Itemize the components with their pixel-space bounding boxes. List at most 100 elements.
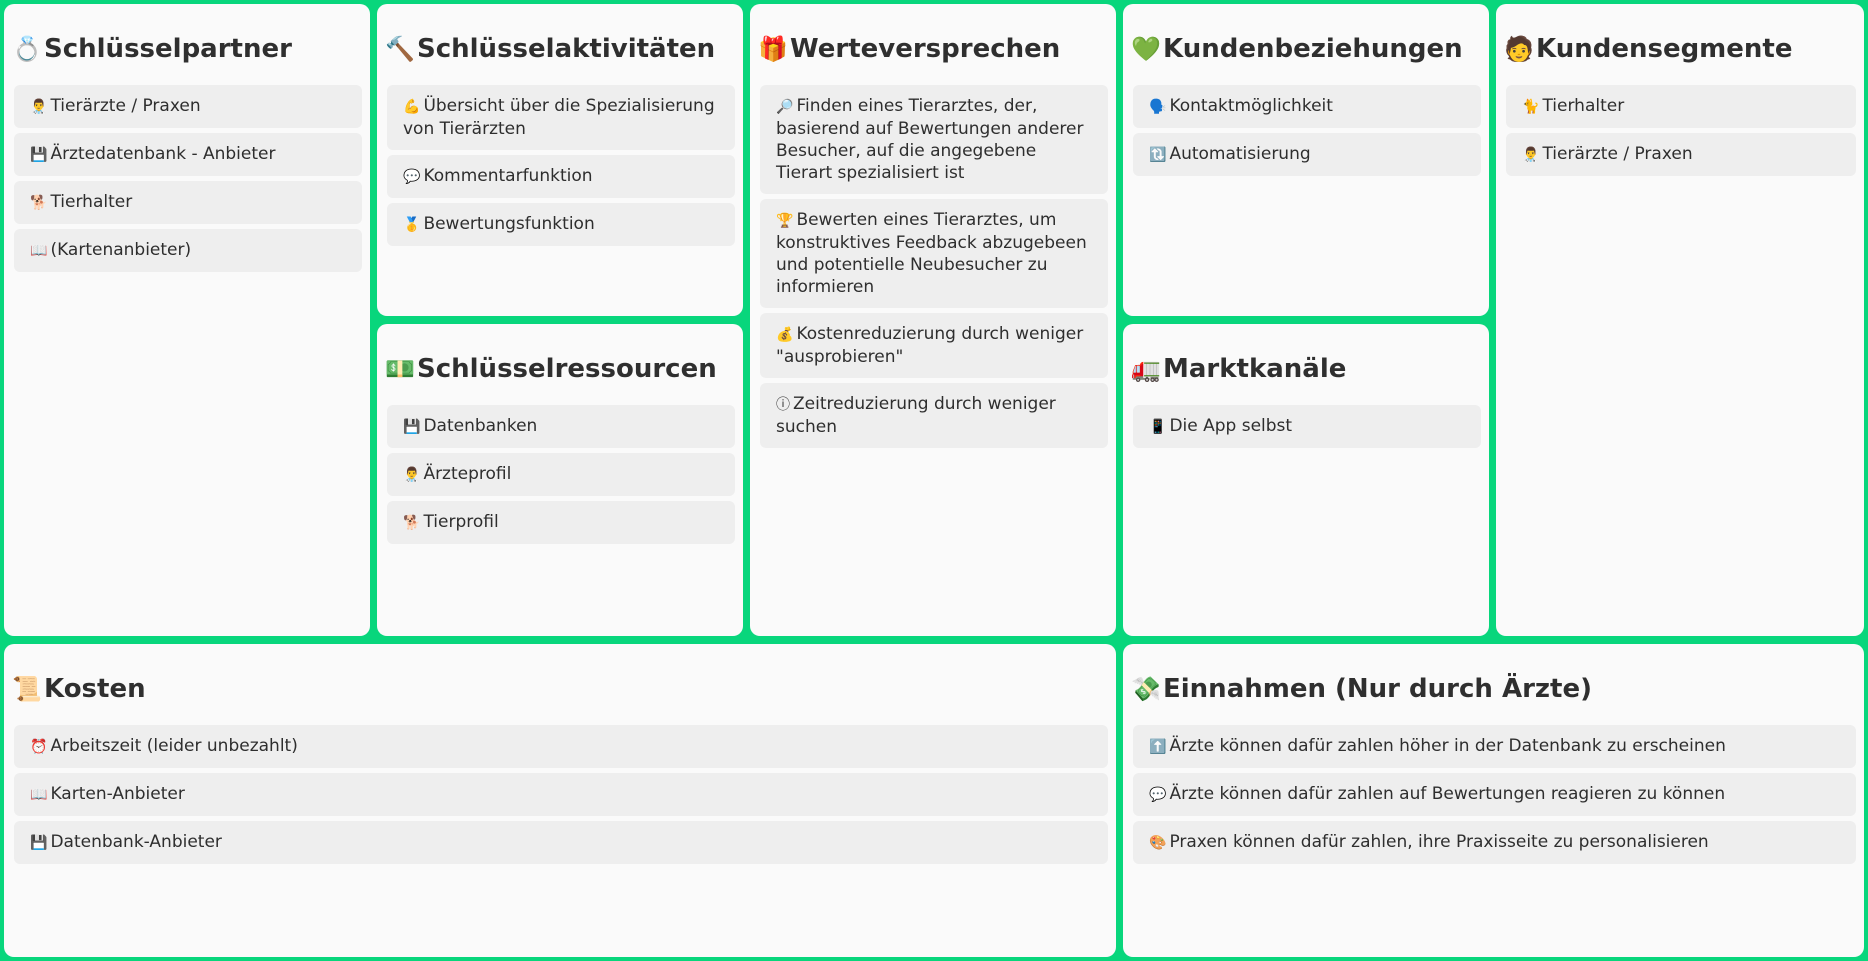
item-text: Übersicht über die Spezialisierung von T… (403, 96, 715, 140)
item-text: Ärzte können dafür zahlen höher in der D… (1169, 736, 1726, 757)
panel-kosten: 📜 Kosten ⏰Arbeitszeit (leider unbezahlt)… (4, 644, 1116, 957)
list-item[interactable]: 👨‍⚕️Tierärzte / Praxen (14, 85, 362, 129)
item-text: Praxen können dafür zahlen, ihre Praxiss… (1169, 832, 1709, 853)
list-item[interactable]: 📖(Kartenanbieter) (14, 229, 362, 273)
panel-title-kundenbeziehungen: 💚 Kundenbeziehungen (1131, 34, 1481, 65)
ring-icon: 💍 (12, 35, 42, 64)
panel-title-schluesselaktivitaeten: 🔨 Schlüsselaktivitäten (385, 34, 735, 65)
item-list: 💾Datenbanken 👨‍⚕️Ärzteprofil 🐕Tierprofil (385, 405, 735, 545)
item-list: 📱Die App selbst (1131, 405, 1481, 449)
panel-title-text: Kundensegmente (1536, 34, 1793, 64)
money-icon: 💵 (385, 355, 415, 384)
speaking-head-icon: 🗣️ (1149, 99, 1167, 116)
item-text: Datenbank-Anbieter (50, 832, 222, 853)
panel-kundenbeziehungen: 💚 Kundenbeziehungen 🗣️Kontaktmöglichkeit… (1123, 4, 1489, 316)
doctor-icon: 👨‍⚕️ (1522, 147, 1540, 164)
doctor-icon: 👨‍⚕️ (30, 99, 48, 116)
gift-icon: 🎁 (758, 35, 788, 64)
panel-schluesselaktivitaeten: 🔨 Schlüsselaktivitäten 💪Übersicht über d… (377, 4, 743, 316)
speech-bubble-icon: 💬 (1149, 787, 1167, 804)
doctor-icon: 👨‍⚕️ (403, 467, 421, 484)
item-text: (Kartenanbieter) (50, 240, 192, 261)
list-item[interactable]: 🐕Tierprofil (387, 501, 735, 545)
book-icon: 📖 (30, 787, 48, 804)
panel-title-text: Schlüsselpartner (44, 34, 292, 64)
floppy-disk-icon: 💾 (30, 835, 48, 852)
dog-icon: 🐕 (403, 515, 421, 532)
panel-einnahmen: 💸 Einnahmen (Nur durch Ärzte) ⬆️Ärzte kö… (1123, 644, 1864, 957)
list-item[interactable]: 👨‍⚕️Ärzteprofil (387, 453, 735, 497)
list-item[interactable]: 📖Karten-Anbieter (14, 773, 1108, 817)
panel-title-text: Kosten (44, 674, 146, 704)
item-text: Finden eines Tierarztes, der, basierend … (776, 96, 1084, 184)
info-icon: ⓘ (776, 397, 790, 414)
panel-werteversprechen: 🎁 Werteversprechen 🔎Finden eines Tierarz… (750, 4, 1116, 636)
item-text: Ärzte können dafür zahlen auf Bewertunge… (1169, 784, 1726, 805)
list-item[interactable]: 💰Kostenreduzierung durch weniger "auspro… (760, 313, 1108, 379)
panel-title-schluesselressourcen: 💵 Schlüsselressourcen (385, 354, 735, 385)
item-list: ⬆️Ärzte können dafür zahlen höher in der… (1131, 725, 1856, 865)
list-item[interactable]: ⬆️Ärzte können dafür zahlen höher in der… (1133, 725, 1856, 769)
scroll-icon: 📜 (12, 675, 42, 704)
list-item[interactable]: 💬Ärzte können dafür zahlen auf Bewertung… (1133, 773, 1856, 817)
list-item[interactable]: 📱Die App selbst (1133, 405, 1481, 449)
item-text: Datenbanken (423, 416, 538, 437)
money-wings-icon: 💸 (1131, 675, 1161, 704)
panel-title-text: Schlüsselaktivitäten (417, 34, 716, 64)
money-bag-icon: 💰 (776, 327, 794, 344)
panel-title-einnahmen: 💸 Einnahmen (Nur durch Ärzte) (1131, 674, 1856, 705)
list-item[interactable]: 💾Datenbanken (387, 405, 735, 449)
panel-title-text: Einnahmen (Nur durch Ärzte) (1163, 674, 1592, 704)
list-item[interactable]: ⏰Arbeitszeit (leider unbezahlt) (14, 725, 1108, 769)
item-text: Tierärzte / Praxen (50, 96, 201, 117)
item-text: Karten-Anbieter (50, 784, 185, 805)
item-list: 💪Übersicht über die Spezialisierung von … (385, 85, 735, 247)
list-item[interactable]: 👨‍⚕️Tierärzte / Praxen (1506, 133, 1856, 177)
panel-title-kosten: 📜 Kosten (12, 674, 1108, 705)
list-item[interactable]: 🐕Tierhalter (14, 181, 362, 225)
list-item[interactable]: 🔃Automatisierung (1133, 133, 1481, 177)
item-text: Automatisierung (1169, 144, 1311, 165)
list-item[interactable]: 🐈Tierhalter (1506, 85, 1856, 129)
hammer-icon: 🔨 (385, 35, 415, 64)
list-item[interactable]: 🗣️Kontaktmöglichkeit (1133, 85, 1481, 129)
dog-icon: 🐕 (30, 195, 48, 212)
person-icon: 🧑 (1504, 35, 1534, 64)
list-item[interactable]: 💬Kommentarfunktion (387, 155, 735, 199)
floppy-disk-icon: 💾 (30, 147, 48, 164)
list-item[interactable]: 🏆Bewerten eines Tierarztes, um konstrukt… (760, 199, 1108, 309)
phone-icon: 📱 (1149, 419, 1167, 436)
item-text: Arbeitszeit (leider unbezahlt) (50, 736, 298, 757)
item-text: Ärztedatenbank - Anbieter (50, 144, 276, 165)
panel-title-werteversprechen: 🎁 Werteversprechen (758, 34, 1108, 65)
item-text: Ärzteprofil (423, 464, 512, 485)
flexed-biceps-icon: 💪 (403, 99, 421, 116)
panel-title-text: Kundenbeziehungen (1163, 34, 1463, 64)
panel-schluesselpartner: 💍 Schlüsselpartner 👨‍⚕️Tierärzte / Praxe… (4, 4, 370, 636)
panel-title-text: Schlüsselressourcen (417, 354, 717, 384)
item-text: Tierhalter (1542, 96, 1625, 117)
panel-kundensegmente: 🧑 Kundensegmente 🐈Tierhalter 👨‍⚕️Tierärz… (1496, 4, 1864, 636)
alarm-clock-icon: ⏰ (30, 739, 48, 756)
list-item[interactable]: 🥇Bewertungsfunktion (387, 203, 735, 247)
list-item[interactable]: 💾Ärztedatenbank - Anbieter (14, 133, 362, 177)
book-icon: 📖 (30, 243, 48, 260)
item-text: Tierhalter (50, 192, 133, 213)
panel-marktkanaele: 🚛 Marktkanäle 📱Die App selbst (1123, 324, 1489, 636)
green-heart-icon: 💚 (1131, 35, 1161, 64)
cat-icon: 🐈 (1522, 99, 1540, 116)
item-text: Die App selbst (1169, 416, 1293, 437)
panel-title-marktkanaele: 🚛 Marktkanäle (1131, 354, 1481, 385)
list-item[interactable]: 🔎Finden eines Tierarztes, der, basierend… (760, 85, 1108, 195)
item-text: Kommentarfunktion (423, 166, 593, 187)
item-text: Bewertungsfunktion (423, 214, 595, 235)
item-list: 🐈Tierhalter 👨‍⚕️Tierärzte / Praxen (1504, 85, 1856, 177)
list-item[interactable]: 💾Datenbank-Anbieter (14, 821, 1108, 865)
floppy-disk-icon: 💾 (403, 419, 421, 436)
arrow-up-icon: ⬆️ (1149, 739, 1167, 756)
item-text: Zeitreduzierung durch weniger suchen (776, 394, 1056, 438)
list-item[interactable]: 💪Übersicht über die Spezialisierung von … (387, 85, 735, 151)
list-item[interactable]: 🎨Praxen können dafür zahlen, ihre Praxis… (1133, 821, 1856, 865)
palette-icon: 🎨 (1149, 835, 1167, 852)
